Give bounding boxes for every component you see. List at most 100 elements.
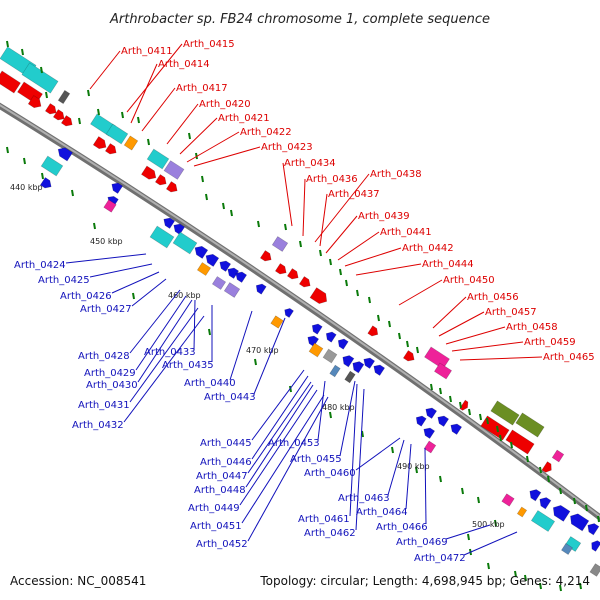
- gene-label-forward: Arth_0422: [240, 127, 292, 138]
- scale-tick-mark: [487, 562, 490, 570]
- leader-line: [463, 531, 518, 556]
- leader-line: [398, 279, 443, 306]
- gene-box: [530, 510, 556, 532]
- gene-box: [21, 62, 59, 94]
- gene-arrow: [587, 523, 600, 536]
- gene-label-forward: Arth_0442: [402, 243, 454, 254]
- gene-arrow: [52, 109, 65, 121]
- leader-line: [179, 117, 218, 155]
- scale-tick-mark: [45, 91, 48, 99]
- leader-line: [424, 447, 427, 525]
- gene-arrow-shape: [587, 523, 600, 536]
- scale-tick-label: 440 kbp: [10, 183, 43, 192]
- leader-line: [253, 317, 286, 395]
- gene-arrow: [255, 283, 267, 295]
- gene-box-shape: [433, 362, 453, 380]
- gene-box: [196, 262, 212, 276]
- gene-arrow-shape: [337, 338, 349, 350]
- scale-tick-mark: [439, 475, 442, 483]
- leader-line: [282, 162, 293, 227]
- gene-label-reverse: Arth_0451: [190, 521, 242, 532]
- gene-box-shape: [515, 412, 545, 438]
- gene-box: [490, 400, 520, 426]
- gene-arrow-shape: [259, 250, 272, 262]
- gene-label-reverse: Arth_0432: [72, 420, 124, 431]
- gene-arrow: [219, 260, 232, 272]
- gene-box: [146, 148, 170, 170]
- gene-box: [589, 563, 600, 577]
- scale-tick-mark: [40, 66, 43, 74]
- gene-box-shape: [123, 135, 139, 151]
- scale-tick-mark: [147, 138, 150, 146]
- gene-label-reverse: Arth_0440: [184, 378, 236, 389]
- gene-arrow: [60, 115, 73, 127]
- gene-label-reverse: Arth_0446: [200, 457, 252, 468]
- leader-line: [251, 369, 305, 441]
- gene-box-shape: [308, 342, 324, 358]
- scale-tick-mark: [132, 292, 135, 300]
- scale-tick-label: 470 kbp: [246, 346, 279, 355]
- gene-arrow-shape: [227, 267, 240, 279]
- gene-box-shape: [561, 543, 573, 555]
- scale-tick-mark: [398, 332, 401, 340]
- gene-arrow-shape: [140, 165, 157, 180]
- gene-box: [163, 160, 185, 180]
- gene-label-forward: Arth_0437: [328, 189, 380, 200]
- leader-line: [111, 271, 160, 294]
- gene-arrow: [39, 177, 52, 189]
- gene-arrow: [309, 287, 328, 304]
- scale-tick-mark: [477, 496, 480, 504]
- gene-box: [322, 348, 338, 364]
- scale-tick-mark: [539, 582, 542, 590]
- gene-label-forward: Arth_0415: [183, 39, 235, 50]
- gene-arrow-shape: [92, 136, 107, 150]
- gene-box-shape: [103, 199, 117, 213]
- gene-label-forward: Arth_0450: [443, 275, 495, 286]
- scale-tick-mark: [299, 240, 302, 248]
- gene-arrow-shape: [27, 95, 42, 109]
- scale-tick-label: 460 kbp: [168, 291, 201, 300]
- scale-tick-mark: [524, 574, 527, 582]
- gene-arrow: [437, 415, 450, 427]
- scale-tick-mark: [188, 132, 191, 140]
- scale-tick-mark: [494, 519, 497, 527]
- gene-box-shape: [21, 62, 59, 94]
- gene-arrow-shape: [60, 115, 73, 127]
- gene-label-reverse: Arth_0427: [80, 304, 132, 315]
- gene-box-shape: [57, 89, 71, 105]
- gene-box-shape: [516, 506, 528, 518]
- scale-tick-mark: [254, 358, 257, 366]
- label-leaders: [65, 43, 543, 556]
- accession-text: Accession: NC_008541: [10, 574, 146, 588]
- scale-tick-mark: [467, 533, 470, 541]
- leader-line: [89, 50, 121, 90]
- gene-box-shape: [501, 493, 515, 507]
- gene-label-reverse: Arth_0428: [78, 351, 130, 362]
- scale-tick-mark: [319, 249, 322, 257]
- gene-arrow: [367, 325, 379, 337]
- gene-label-reverse: Arth_0466: [376, 522, 428, 533]
- gene-label-forward: Arth_0434: [284, 158, 336, 169]
- gene-box: [551, 449, 565, 463]
- gene-box-shape: [530, 510, 556, 532]
- leader-line: [349, 383, 358, 517]
- gene-label-reverse: Arth_0424: [14, 260, 66, 271]
- gene-arrow-shape: [342, 355, 355, 368]
- gene-arrow: [44, 103, 57, 115]
- scale-tick-label: 500 kbp: [472, 520, 505, 529]
- gene-box: [172, 231, 198, 255]
- scale-tick-mark: [257, 220, 260, 228]
- gene-label-forward: Arth_0423: [261, 142, 313, 153]
- gene-arrow-shape: [194, 245, 209, 259]
- scale-tick-mark: [377, 314, 380, 322]
- leader-line: [131, 278, 167, 307]
- gene-box: [211, 276, 227, 290]
- scale-tick-mark: [21, 48, 24, 56]
- leader-line: [251, 375, 309, 460]
- gene-label-forward: Arth_0420: [199, 99, 251, 110]
- gene-label-reverse: Arth_0472: [414, 553, 466, 564]
- scale-tick-mark: [230, 209, 233, 217]
- leader-line: [186, 131, 240, 163]
- gene-label-forward: Arth_0441: [380, 227, 432, 238]
- scale-tick-mark: [201, 175, 204, 183]
